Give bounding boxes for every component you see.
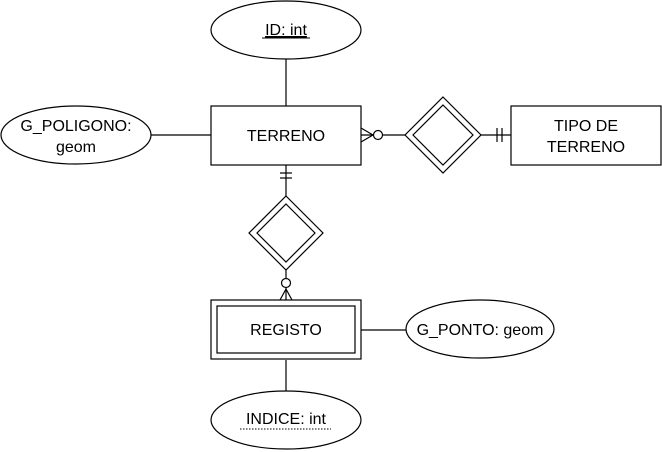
entity-registo[interactable]: REGISTO <box>210 299 362 360</box>
entity-tipo-de-terreno-box <box>510 105 662 166</box>
attribute-g-poligono-label-1: G_POLIGONO: <box>20 118 131 135</box>
attribute-indice[interactable]: INDICE: int <box>210 390 362 450</box>
relationship-terreno-registo[interactable] <box>248 195 324 271</box>
relationship-terreno-tipo-outer <box>404 96 482 174</box>
cardinality-markers <box>279 127 503 301</box>
terreno-zero-marker <box>372 129 384 141</box>
terreno-crowsfoot-bottom <box>360 134 374 143</box>
relationship-terreno-tipo-inner <box>412 104 474 166</box>
entity-terreno[interactable]: TERRENO <box>210 105 362 166</box>
attribute-id-shape <box>210 0 362 60</box>
entity-tipo-de-terreno[interactable]: TIPO DE TERRENO <box>510 105 662 166</box>
attribute-indice-label: INDICE: int <box>246 411 327 428</box>
relationship-terreno-registo-inner <box>256 203 316 263</box>
registo-crowsfoot-left <box>279 288 287 301</box>
attribute-g-ponto-label: G_PONTO: geom <box>417 322 544 339</box>
entity-terreno-label: TERRENO <box>247 128 325 145</box>
registo-zero-marker <box>280 277 292 289</box>
terreno-crowsfoot-top <box>360 127 374 136</box>
entity-tipo-de-terreno-label-2: TERRENO <box>547 139 625 156</box>
relationship-terreno-tipo[interactable] <box>404 96 482 174</box>
entity-registo-outer-box <box>210 299 362 360</box>
registo-crowsfoot-right <box>285 288 293 301</box>
attribute-id[interactable]: ID: int <box>210 0 362 60</box>
attribute-id-label: ID: int <box>265 22 307 39</box>
entity-terreno-box <box>210 105 362 166</box>
entity-registo-inner-box <box>216 305 356 354</box>
relationship-terreno-registo-outer <box>248 195 324 271</box>
attribute-g-ponto[interactable]: G_PONTO: geom <box>405 299 555 359</box>
attribute-g-poligono-label-2: geom <box>56 139 96 156</box>
attribute-indice-shape <box>210 390 362 450</box>
entity-tipo-de-terreno-label-1: TIPO DE <box>554 118 618 135</box>
entity-registo-label: REGISTO <box>250 322 322 339</box>
attribute-g-poligono-shape <box>0 105 152 165</box>
attribute-g-poligono[interactable]: G_POLIGONO: geom <box>0 105 152 165</box>
attribute-g-ponto-shape <box>405 299 555 359</box>
